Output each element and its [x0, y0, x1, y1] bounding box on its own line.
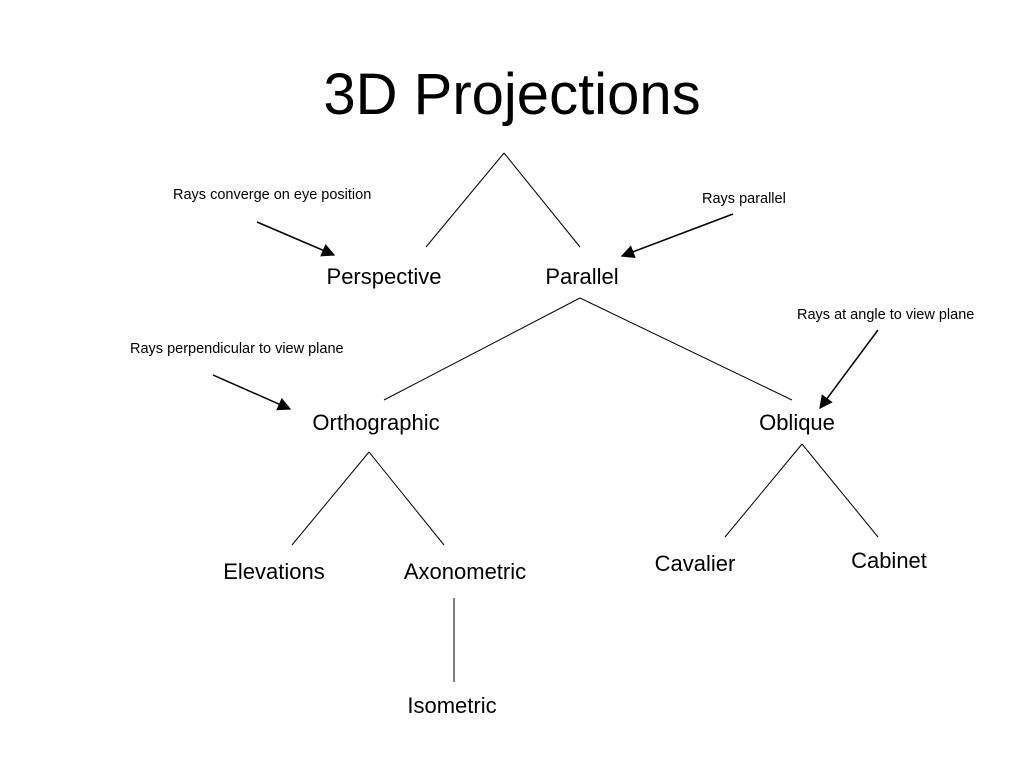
annotation-parallel: Rays parallel — [702, 191, 786, 207]
edge-root-perspective — [425, 152, 505, 248]
edge-root-parallel — [503, 152, 581, 248]
edge-orthographic-elevations — [291, 451, 370, 546]
node-perspective: Perspective — [326, 264, 442, 289]
annotation-orthographic: Rays perpendicular to view plane — [130, 341, 344, 357]
arrow-oblique-note — [819, 329, 879, 410]
edge-oblique-cavalier — [724, 443, 803, 538]
edge-parallel-orthographic — [383, 297, 581, 401]
edge-orthographic-axonometric — [368, 451, 445, 546]
annotation-perspective: Rays converge on eye position — [173, 187, 372, 203]
node-elevations: Elevations — [223, 559, 325, 584]
annotation-oblique: Rays at angle to view plane — [797, 307, 975, 323]
edge-oblique-cabinet — [801, 443, 879, 538]
arrow-parallel-note — [620, 213, 734, 259]
node-orthographic: Orthographic — [312, 410, 440, 435]
node-cabinet: Cabinet — [851, 548, 927, 573]
arrow-perspective-note — [256, 221, 336, 257]
node-isometric: Isometric — [407, 693, 497, 718]
page-title: 3D Projections — [323, 62, 701, 127]
node-cavalier: Cavalier — [654, 551, 736, 576]
edge-parallel-oblique — [579, 297, 793, 401]
node-parallel: Parallel — [545, 264, 619, 289]
node-axonometric: Axonometric — [403, 559, 527, 584]
arrow-orthographic-note — [212, 374, 292, 411]
node-oblique: Oblique — [759, 410, 835, 435]
